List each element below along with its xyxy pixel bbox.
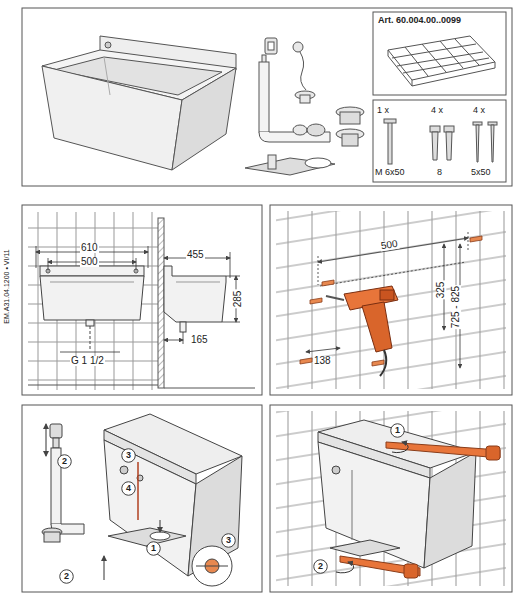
dimension: 610 [80,243,99,253]
document-code: EM.A31.04.1200 • VI/11 [3,248,10,324]
quantity-text: 4 x [431,106,443,116]
dimension: 455 [186,250,205,260]
callout-circle: 2 [57,454,72,469]
dimension: 285 [233,290,243,309]
dimension: 500 [80,257,99,267]
callout-number: 2 [313,559,328,574]
callout-number: 3 [121,448,136,463]
callout-circle: 1 [146,541,161,556]
callout-circle: 3 [221,533,236,548]
callout-circle: 2 [313,559,328,574]
callout-number: 2 [57,454,72,469]
quantity-text: 5x50 [471,168,491,178]
dimension: 165 [190,335,209,345]
dimension: 500 [379,239,399,252]
quantity-text: M 6x50 [375,168,405,178]
dimension: 138 [313,356,332,366]
quantity-text: 4 x [473,106,485,116]
callout-number: 1 [146,541,161,556]
dimension: 325 [436,281,446,300]
info-box: 1 x M 6x50 4 x 8 4 x 5x50 [373,100,506,182]
callout-circle: 3 [121,448,136,463]
callout-number: 4 [121,481,136,496]
callout-number: 1 [390,423,405,438]
callout-circle: 1 [390,423,405,438]
callout-number: 3 [221,533,236,548]
thread-size: G 1 1/2 [70,356,105,366]
quantity-text: 8 [437,168,442,178]
callout-circle: 4 [121,481,136,496]
article-number: Art. 60.004.00..0099 [373,12,509,30]
callout-number: 2 [59,569,74,584]
dimension: 725 - 825 [451,285,461,329]
callout-circle: 2 [59,569,74,584]
quantity-text: 1 x [377,106,389,116]
info-box: Art. 60.004.00..0099 [373,12,509,95]
